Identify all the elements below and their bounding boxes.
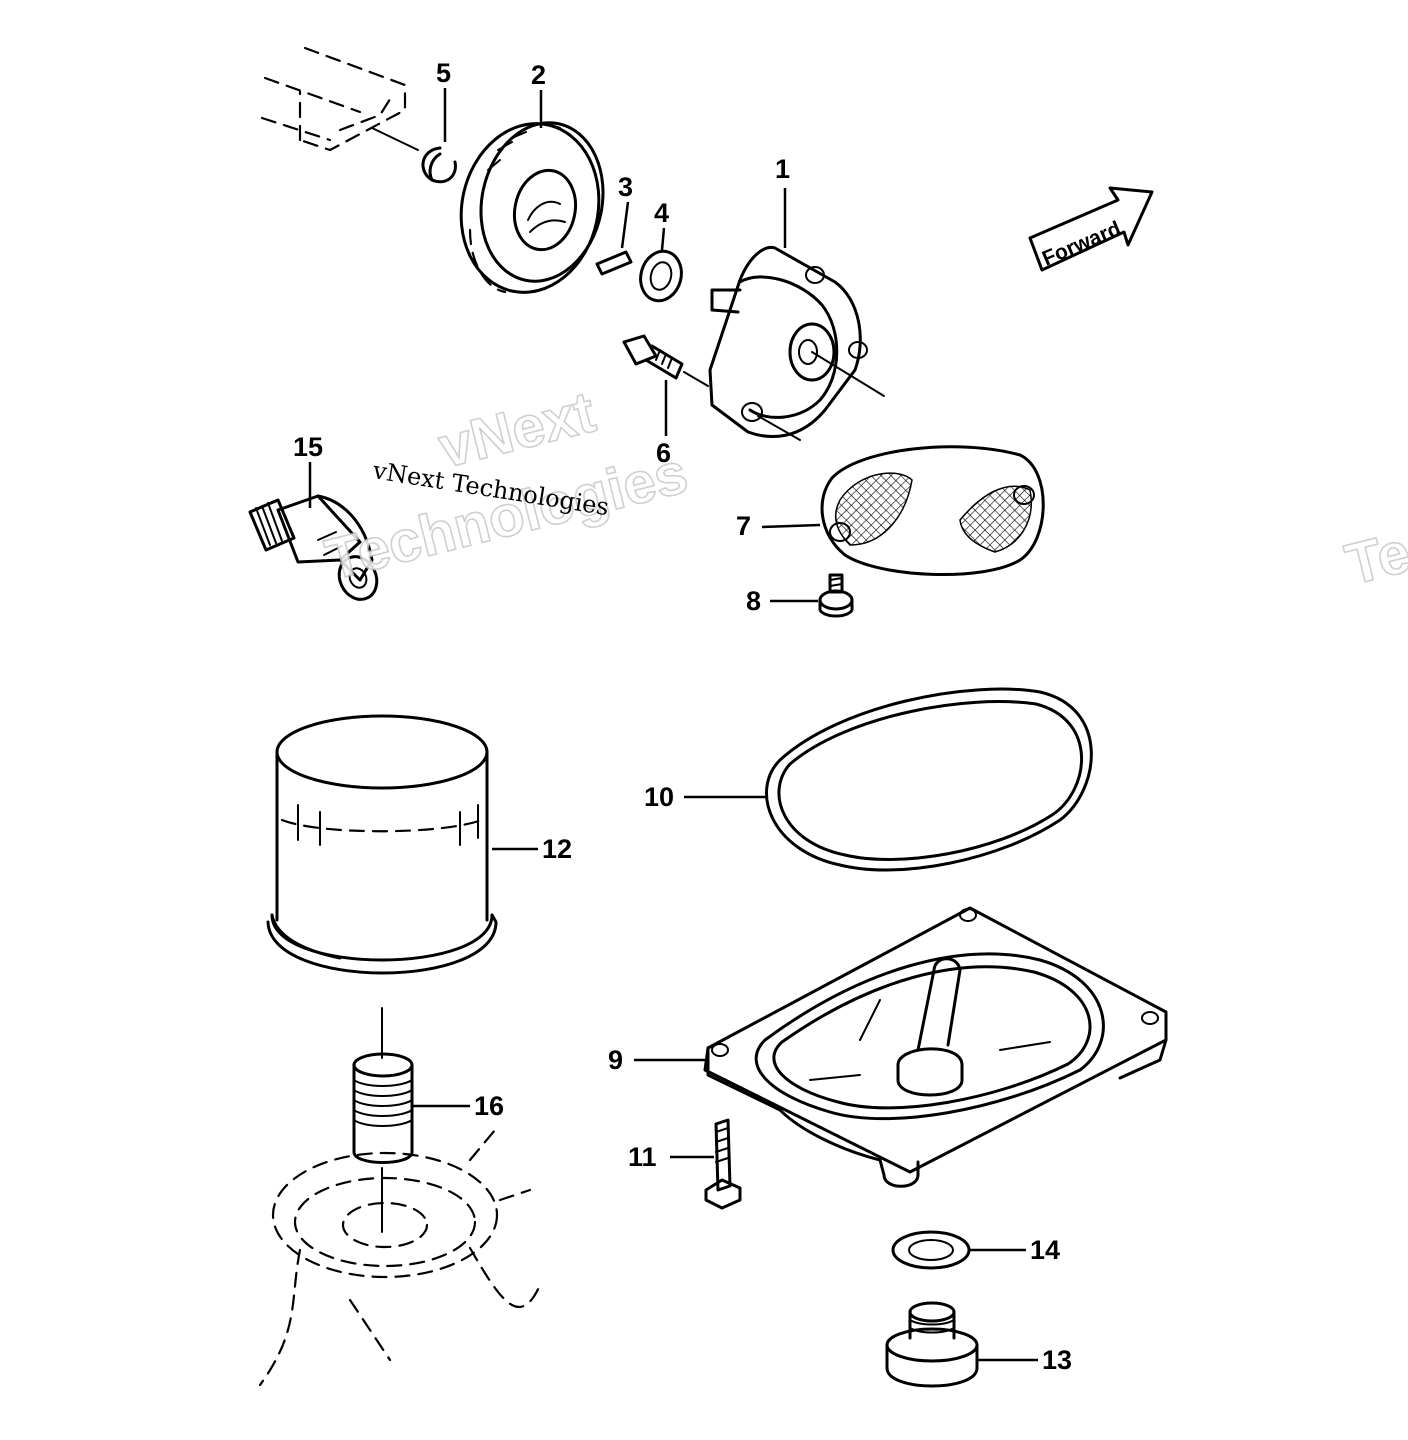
callout-leaders xyxy=(308,88,1038,1362)
filter-mount-outline xyxy=(258,1128,542,1387)
oil-pan-bolt xyxy=(704,1118,742,1210)
drain-plug-washer xyxy=(891,1230,971,1270)
pump-drive-gear xyxy=(459,121,605,294)
forward-direction-arrow: Forward xyxy=(1028,186,1154,272)
callout-4: 4 xyxy=(654,198,669,228)
watermark-edge-fragment: Te xyxy=(1339,519,1408,597)
callout-15: 15 xyxy=(293,432,323,462)
oil-pan xyxy=(703,906,1168,1188)
callout-14: 14 xyxy=(1030,1235,1060,1265)
oil-filter xyxy=(266,714,498,975)
drain-plug xyxy=(885,1301,979,1388)
callout-7: 7 xyxy=(736,511,751,541)
thrust-washer xyxy=(639,249,683,303)
callout-1: 1 xyxy=(775,154,790,184)
oil-strainer xyxy=(820,445,1045,577)
callout-8: 8 xyxy=(746,586,761,616)
pump-mounting-bolt xyxy=(622,334,709,387)
strainer-screw xyxy=(818,573,854,618)
oil-pressure-switch xyxy=(248,494,379,601)
callout-9: 9 xyxy=(608,1045,623,1075)
callout-11: 11 xyxy=(628,1142,657,1172)
oil-pan-gasket xyxy=(765,687,1093,872)
callout-labels: 1 2 3 4 5 6 7 8 9 10 11 12 13 14 15 16 xyxy=(293,58,1072,1375)
callout-10: 10 xyxy=(644,782,674,812)
forward-label: Forward xyxy=(1039,217,1124,271)
callout-6: 6 xyxy=(656,438,671,468)
engine-case-outline xyxy=(260,46,407,152)
callout-5: 5 xyxy=(436,58,451,88)
filter-adapter-nipple xyxy=(352,1007,414,1233)
circlip xyxy=(371,127,457,184)
callout-3: 3 xyxy=(618,172,633,202)
callout-2: 2 xyxy=(531,60,546,90)
callout-16: 16 xyxy=(474,1091,504,1121)
callout-13: 13 xyxy=(1042,1345,1072,1375)
dowel-pin xyxy=(595,250,633,276)
oil-pump-body xyxy=(708,246,885,441)
callout-12: 12 xyxy=(542,834,572,864)
